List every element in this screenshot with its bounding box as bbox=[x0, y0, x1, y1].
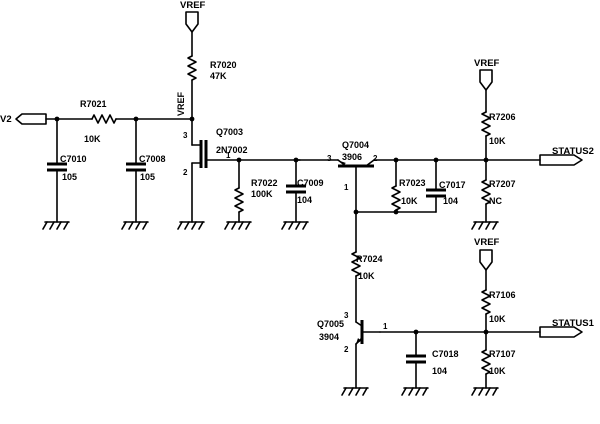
vref-right-mid-label: VREF bbox=[474, 237, 500, 248]
r7107-ref: R7107 bbox=[489, 349, 516, 359]
r7207-ref: R7207 bbox=[489, 179, 516, 189]
q7003-pin-source: 2 bbox=[183, 168, 188, 177]
c7008-ref: C7008 bbox=[139, 154, 166, 164]
c7018-value: 104 bbox=[432, 366, 447, 376]
c7008-capacitor: C7008 105 bbox=[121, 118, 166, 230]
vref-right-top-label: VREF bbox=[474, 58, 500, 69]
r7206-resistor: R7206 10K bbox=[481, 111, 516, 146]
r7106-resistor: R7106 10K bbox=[481, 289, 516, 324]
r7106-ref: R7106 bbox=[489, 290, 516, 300]
vref-top-label: VREF bbox=[180, 0, 206, 11]
r7022-ref: R7022 bbox=[251, 178, 278, 188]
r7022-resistor: R7022 100K bbox=[224, 159, 278, 230]
q7004-pin-emitter: 2 bbox=[373, 154, 378, 163]
r7021-value: 10K bbox=[84, 134, 101, 144]
r7020-resistor: R7020 47K bbox=[187, 55, 237, 81]
r7022-value: 100K bbox=[251, 189, 273, 199]
q7005-pin-base: 1 bbox=[383, 322, 388, 331]
q7005-ref: Q7005 bbox=[317, 319, 344, 329]
r7024-value: 10K bbox=[358, 271, 375, 281]
c7018-ref: C7018 bbox=[432, 349, 459, 359]
q7004-ref: Q7004 bbox=[342, 140, 369, 150]
r7106-value: 10K bbox=[489, 314, 506, 324]
r7206-value: 10K bbox=[489, 136, 506, 146]
q7003-mosfet: Q7003 2N7002 3 1 2 bbox=[177, 118, 301, 230]
q7003-pin-drain: 3 bbox=[183, 131, 188, 140]
vref-vertical-label: VREF bbox=[176, 91, 186, 116]
c7009-value: 104 bbox=[297, 195, 312, 205]
q7004-transistor: Q7004 3906 3 2 1 bbox=[327, 140, 378, 213]
r7023-resistor: R7023 10K bbox=[391, 159, 426, 213]
q7003-value: 2N7002 bbox=[216, 145, 248, 155]
status1-label: STATUS1 bbox=[552, 318, 595, 329]
q7005-pin-collector: 3 bbox=[344, 311, 349, 320]
c7017-value: 104 bbox=[443, 196, 458, 206]
c7010-value: 105 bbox=[62, 172, 77, 182]
status1-output-port: STATUS1 bbox=[539, 318, 595, 338]
v2-label: V2 bbox=[0, 114, 12, 125]
r7107-value: 10K bbox=[489, 366, 506, 376]
q7005-pin-emitter: 2 bbox=[344, 345, 349, 354]
q7005-value: 3904 bbox=[319, 332, 339, 342]
r7107-resistor: R7107 10K bbox=[471, 331, 516, 396]
r7207-resistor: R7207 NC bbox=[471, 159, 516, 230]
v2-input-port: V2 bbox=[0, 113, 47, 125]
r7023-value: 10K bbox=[401, 196, 418, 206]
status2-output-port: STATUS2 bbox=[539, 146, 594, 166]
r7023-ref: R7023 bbox=[399, 178, 426, 188]
r7020-value: 47K bbox=[210, 71, 227, 81]
q7003-pin-gate: 1 bbox=[226, 151, 231, 160]
vref-right-top-port: VREF bbox=[474, 58, 500, 91]
c7010-ref: C7010 bbox=[60, 154, 87, 164]
c7017-ref: C7017 bbox=[439, 180, 466, 190]
q7004-value: 3906 bbox=[342, 152, 362, 162]
c7009-capacitor: C7009 104 bbox=[281, 159, 324, 230]
status2-label: STATUS2 bbox=[552, 146, 594, 157]
vref-right-mid-port: VREF bbox=[474, 237, 500, 271]
c7009-ref: C7009 bbox=[297, 178, 324, 188]
q7004-pin-collector: 3 bbox=[327, 154, 332, 163]
c7010-capacitor: C7010 105 bbox=[42, 118, 87, 230]
q7004-pin-base: 1 bbox=[344, 183, 349, 192]
r7021-ref: R7021 bbox=[80, 99, 107, 109]
c7008-value: 105 bbox=[140, 172, 155, 182]
q7005-transistor: Q7005 3904 3 1 2 bbox=[317, 311, 388, 396]
r7207-value: NC bbox=[489, 196, 502, 206]
vref-top-port: VREF bbox=[180, 0, 206, 33]
r7024-resistor: R7024 10K bbox=[351, 251, 383, 281]
r7024-ref: R7024 bbox=[356, 254, 383, 264]
q7003-ref: Q7003 bbox=[216, 127, 243, 137]
r7021-resistor: R7021 10K bbox=[80, 99, 117, 144]
c7017-capacitor: C7017 104 bbox=[424, 159, 466, 213]
r7206-ref: R7206 bbox=[489, 112, 516, 122]
r7020-ref: R7020 bbox=[210, 60, 237, 70]
c7018-capacitor: C7018 104 bbox=[401, 331, 459, 396]
